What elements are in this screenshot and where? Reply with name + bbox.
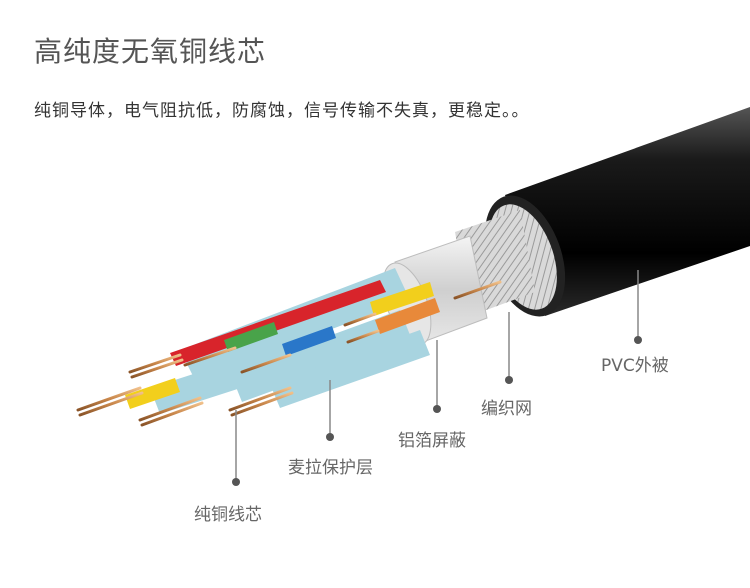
label-core: 纯铜线芯 — [194, 505, 262, 525]
label-foil: 铝箔屏蔽 — [398, 431, 466, 451]
callout-lines — [235, 270, 639, 482]
green-wire — [224, 322, 278, 352]
page-subtitle: 纯铜导体，电气阻抗低，防腐蚀，信号传输不失真，更稳定。。 — [34, 101, 530, 121]
callout-dot-icon — [232, 478, 240, 486]
callout-dot-icon — [634, 336, 642, 344]
mylar-wraps — [150, 268, 430, 414]
copper-strands — [76, 280, 502, 427]
yellow-wire — [125, 282, 434, 409]
callout-dot-icon — [326, 433, 334, 441]
label-mylar: 麦拉保护层 — [288, 458, 373, 478]
callout-dot-icon — [505, 376, 513, 384]
callout-dot-icon — [433, 405, 441, 413]
label-braid: 编织网 — [481, 399, 532, 419]
red-wire — [170, 280, 386, 366]
page-title: 高纯度无氧铜线芯 — [34, 35, 267, 68]
blue-wire — [282, 326, 336, 356]
label-pvc-jacket: PVC外被 — [601, 356, 669, 376]
orange-wire — [375, 298, 440, 334]
callout-dots — [232, 336, 642, 486]
